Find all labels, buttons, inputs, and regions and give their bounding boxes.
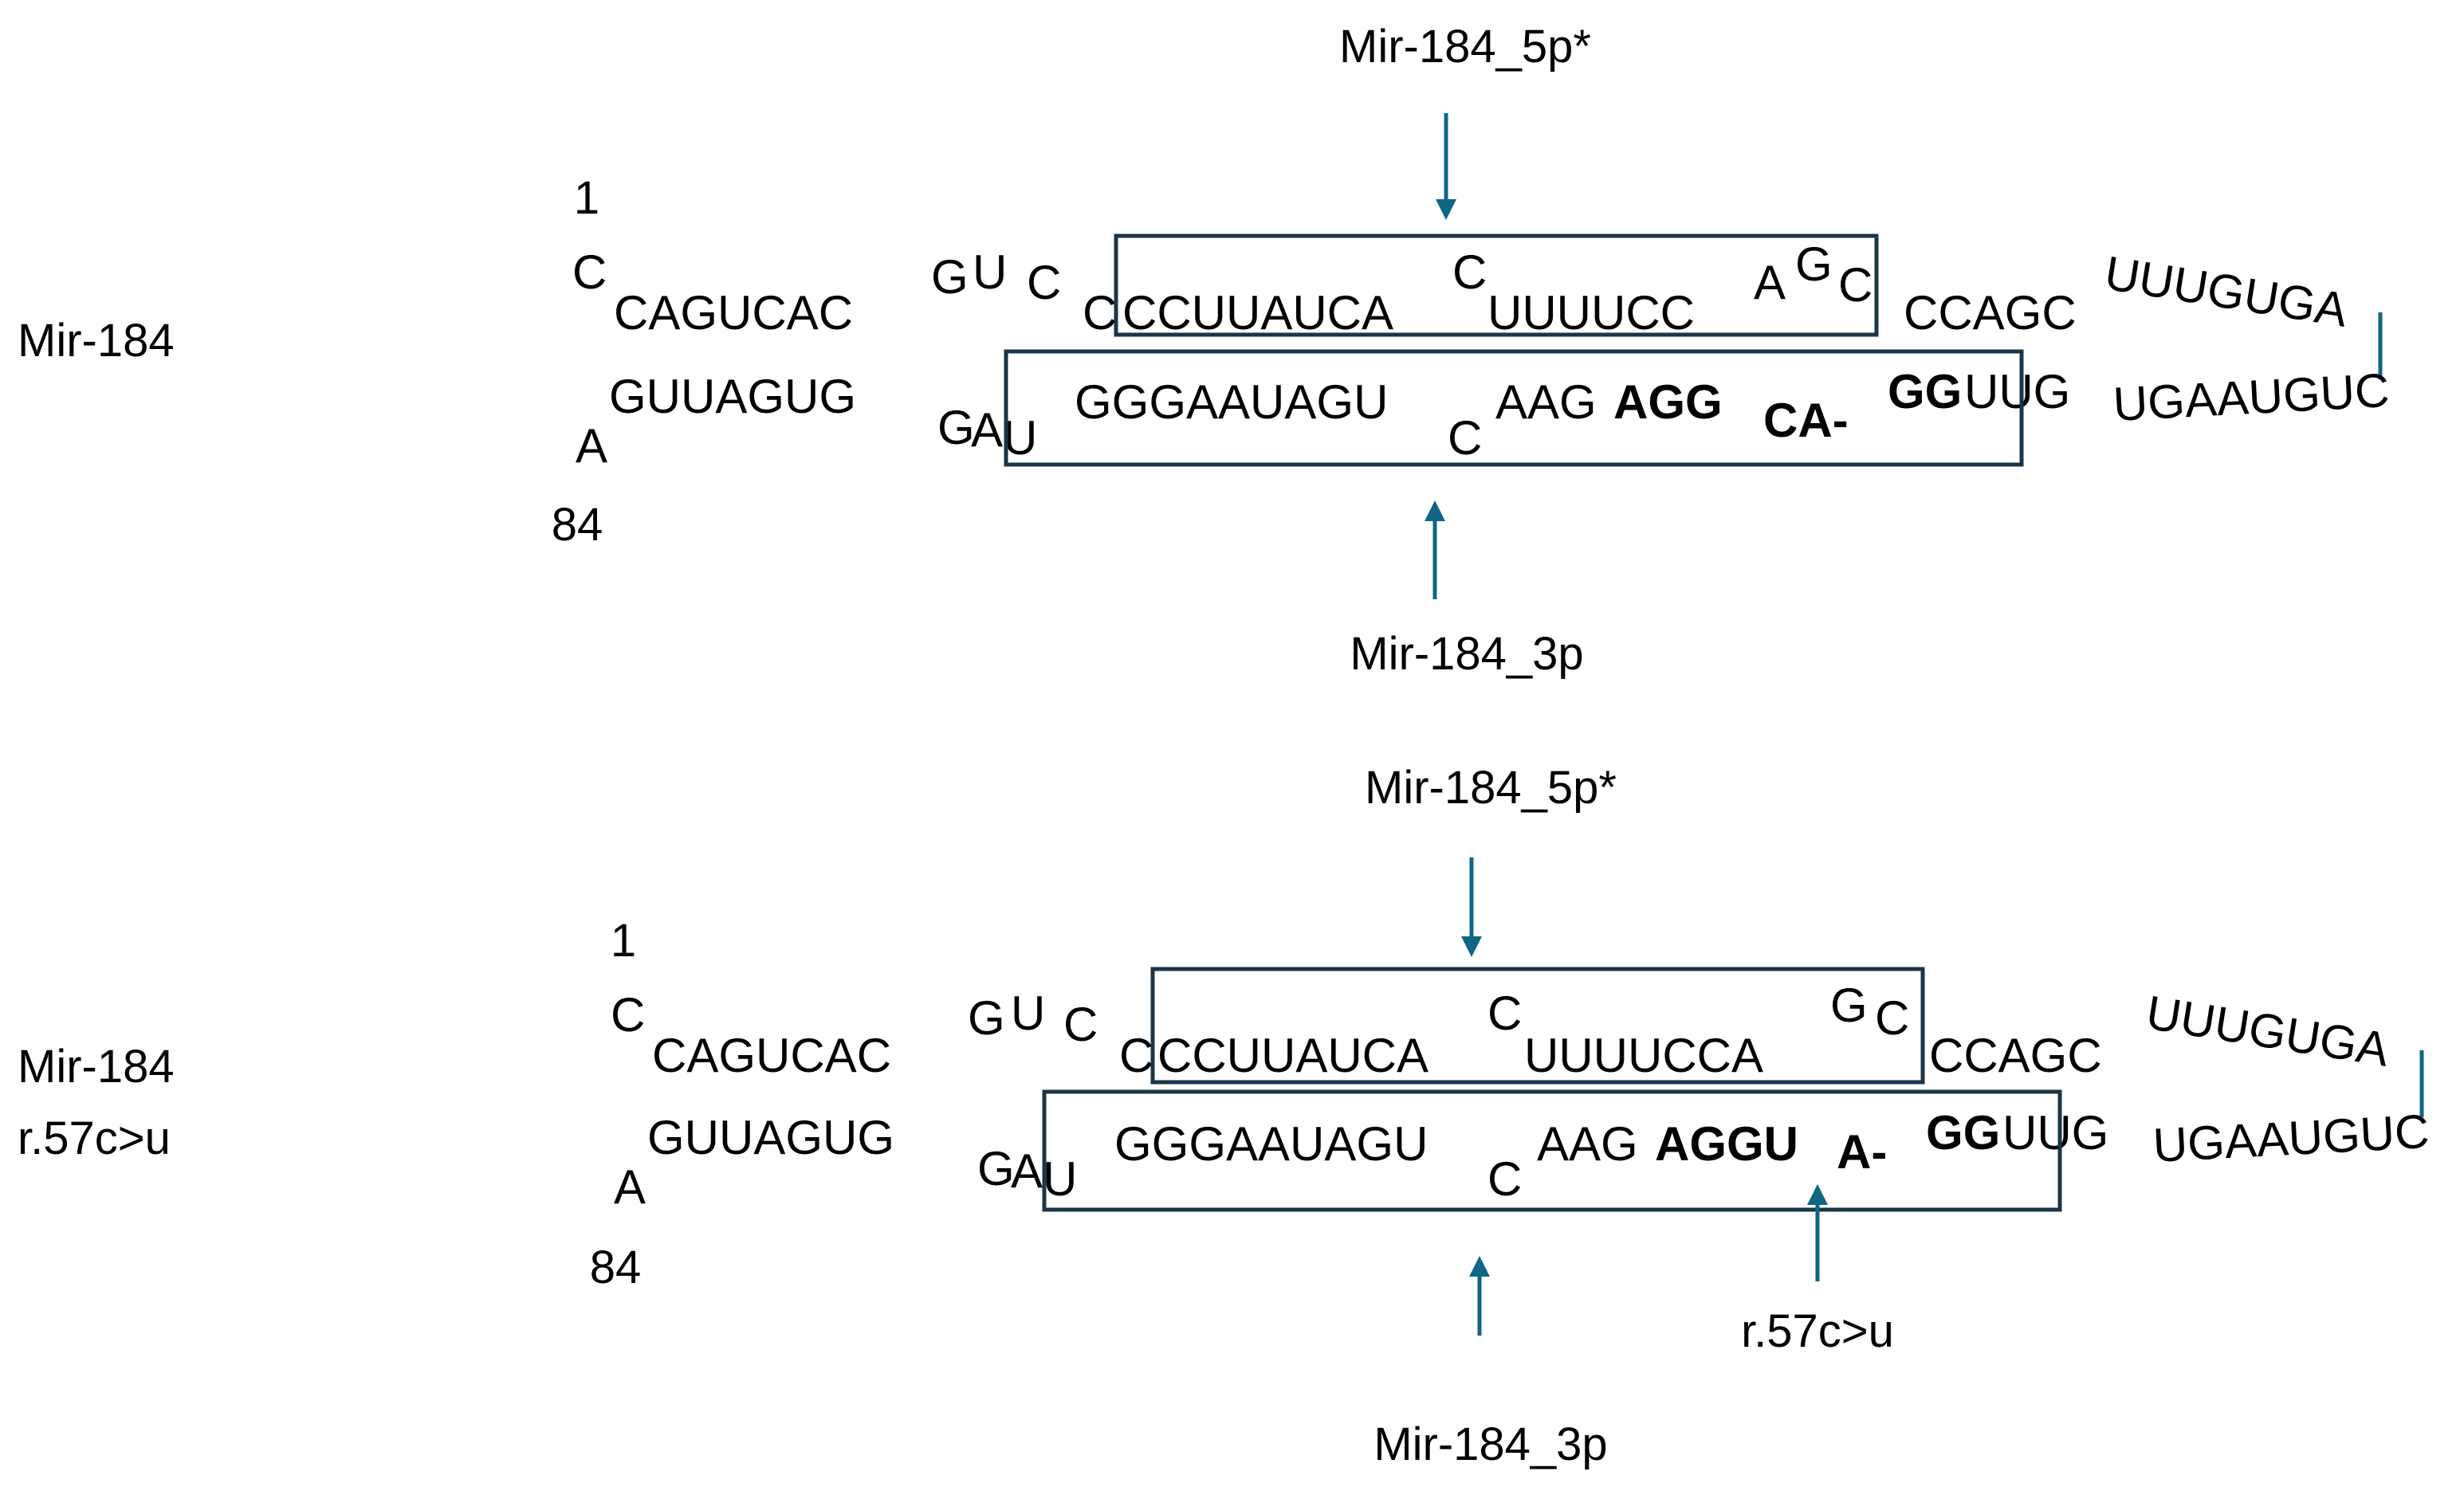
nt-g: G xyxy=(1830,979,1868,1032)
seq-segment: GGGAAUAGU xyxy=(1075,375,1388,429)
mir-5p-label: Mir-184_5p* xyxy=(1339,21,1591,73)
box-5p xyxy=(1114,233,1879,337)
nt-g: G xyxy=(931,250,969,304)
row-label: Mir-184 xyxy=(18,1041,175,1093)
mir-5p-label: Mir-184_5p* xyxy=(1365,762,1617,814)
seq-segment: CCAGC xyxy=(1904,286,2077,339)
seq-segment: CAGUCAC xyxy=(652,1029,891,1082)
nt-c-bulge: C xyxy=(1487,1152,1522,1206)
nt-u: U xyxy=(1043,1152,1077,1206)
nt-g: G xyxy=(968,991,1005,1045)
seq-segment: UUUUCCA xyxy=(1524,1029,1763,1082)
nt-c-bulge: C xyxy=(1487,987,1522,1040)
arrow-3p-head xyxy=(1425,500,1445,521)
panel-mutant: Mir-184 r.57c>u Mir-184_5p* 1 84 C CAGUC… xyxy=(18,762,2431,1470)
nt-c: C xyxy=(1838,258,1873,312)
row-label-mutation: r.57c>u xyxy=(18,1112,171,1164)
seq-segment: CCUUAUCA xyxy=(1122,286,1393,339)
nt-c1: C xyxy=(572,245,607,299)
seq-segment: GGGAAUAGU xyxy=(1114,1117,1428,1171)
seq-segment: GUUAGUG xyxy=(647,1111,894,1164)
panel-wildtype: Mir-184 Mir-184_5p* 1 84 C CAGUCAC G U C… xyxy=(18,21,2391,680)
nt-c: C xyxy=(1875,991,1909,1045)
nt-a: A xyxy=(1754,256,1786,309)
mutation-label: r.57c>u xyxy=(1741,1305,1894,1357)
seq-segment: CCUUAUCA xyxy=(1157,1029,1428,1082)
loop-top: UUUGUGA xyxy=(2101,246,2351,337)
nt-a: A xyxy=(576,419,607,473)
seq-segment: UUG xyxy=(1964,365,2070,418)
arrow-5p-head xyxy=(1436,199,1456,220)
start-number: 1 xyxy=(611,915,636,967)
seq-bold: GG xyxy=(1926,1106,2000,1159)
seq-segment: UUG xyxy=(2002,1106,2108,1159)
nt-u: U xyxy=(973,245,1007,299)
start-number: 1 xyxy=(574,172,599,224)
box-3p xyxy=(1042,1089,2062,1212)
nt-c-bulge: C xyxy=(1452,245,1487,299)
mir-3p-label: Mir-184_3p xyxy=(1373,1418,1607,1470)
bottom-strand: A GUUAGUG G A U GGGAAUAGU C AAG AGGU A- … xyxy=(614,1104,2431,1214)
nt-g: G xyxy=(1795,237,1833,291)
nt-a: A xyxy=(971,403,1003,457)
seq-segment: AAG xyxy=(1495,375,1597,429)
seq-segment: CCAGC xyxy=(1929,1029,2102,1082)
nt-g: G xyxy=(977,1142,1015,1195)
mir-3p-label: Mir-184_3p xyxy=(1350,628,1583,680)
seq-segment: AAG xyxy=(1537,1117,1638,1171)
nt-c: C xyxy=(1027,256,1061,309)
arrow-mutation-head xyxy=(1807,1184,1828,1205)
nt-c: C xyxy=(1063,998,1098,1051)
seq-bold: A- xyxy=(1837,1125,1887,1179)
nt-u: U xyxy=(1011,987,1045,1040)
nt-c: C xyxy=(1119,1029,1153,1082)
seq-segment: UUUUCC xyxy=(1487,286,1695,339)
nt-u: U xyxy=(1003,411,1037,465)
box-5p xyxy=(1150,967,1925,1085)
nt-c: C xyxy=(1083,286,1117,339)
end-number: 84 xyxy=(590,1242,642,1293)
row-label: Mir-184 xyxy=(18,315,175,367)
nt-c1: C xyxy=(611,988,645,1042)
seq-bold: CA- xyxy=(1763,394,1849,447)
nt-c-bulge: C xyxy=(1448,411,1482,465)
seq-segment: CAGUCAC xyxy=(614,286,853,339)
nt-g: G xyxy=(937,401,975,454)
loop-bottom: UGAAUGUC xyxy=(2152,1104,2431,1172)
loop-bottom: UGAAUGUC xyxy=(2112,363,2391,431)
bottom-strand: A GUUAGUG G A U GGGAAUAGU C AAG AGG CA- … xyxy=(576,363,2391,473)
seq-bold: GG xyxy=(1888,365,1962,418)
nt-a: A xyxy=(614,1160,646,1214)
end-number: 84 xyxy=(552,499,603,551)
top-strand: C CAGUCAC G U C C CCUUAUCA C UUUUCCA G C… xyxy=(611,979,2392,1082)
seq-segment: GUUAGUG xyxy=(609,370,856,423)
nt-a: A xyxy=(1011,1144,1043,1198)
arrow-3p-head xyxy=(1469,1256,1490,1277)
seq-bold: AGGU xyxy=(1655,1117,1798,1171)
loop-top: UUUGUGA xyxy=(2143,986,2392,1077)
arrow-5p-head xyxy=(1461,936,1482,957)
box-3p xyxy=(1004,349,2024,467)
top-strand: C CAGUCAC G U C C CCUUAUCA C UUUUCC A G … xyxy=(572,237,2351,339)
seq-bold: AGG xyxy=(1613,375,1723,429)
